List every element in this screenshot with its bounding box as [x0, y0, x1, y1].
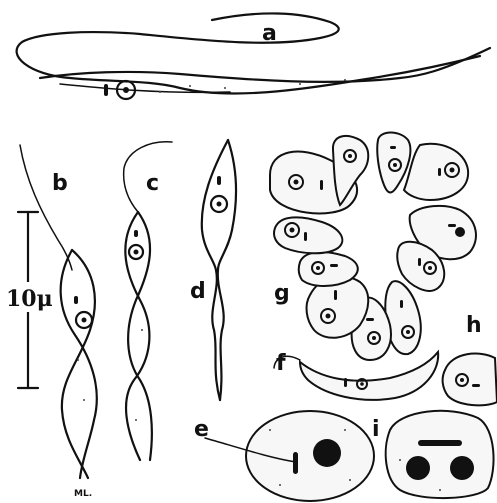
label-f: f: [276, 351, 286, 376]
label-b: b: [52, 171, 68, 196]
figure-h-round-cell: [443, 354, 497, 406]
label-g: g: [274, 281, 290, 306]
figure-g-rosette: [270, 133, 476, 361]
label-a: a: [262, 21, 277, 46]
figure-d-flagellate: [202, 140, 236, 400]
figure-i-round-cell: [386, 411, 494, 498]
figure-e-round-cell: [205, 411, 374, 501]
label-d: d: [190, 279, 206, 304]
figure-f-crescent: [274, 352, 438, 400]
figure-a-flagellate: [17, 13, 490, 99]
label-i: i: [372, 417, 380, 442]
label-h: h: [466, 313, 482, 338]
artist-signature: ML.: [74, 489, 92, 499]
label-c: c: [146, 171, 159, 196]
scale-bar: 10μ: [4, 212, 53, 388]
scale-bar-label: 10μ: [6, 286, 53, 312]
label-e: e: [194, 417, 209, 442]
